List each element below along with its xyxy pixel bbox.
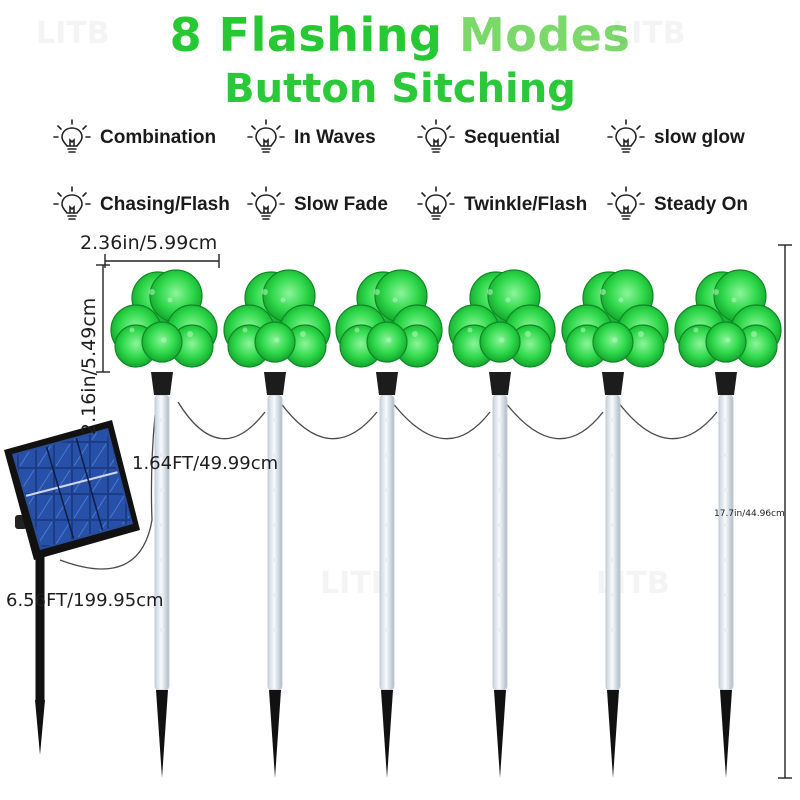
connecting-wire bbox=[59, 401, 718, 570]
mode-item: Slow Fade bbox=[246, 185, 388, 225]
mode-item: Twinkle/Flash bbox=[416, 185, 587, 225]
mode-item: Steady On bbox=[606, 185, 748, 225]
mode-label: Slow Fade bbox=[294, 194, 388, 215]
shamrock-icon bbox=[110, 269, 218, 368]
shamrock-stake bbox=[335, 269, 443, 778]
lightbulb-icon bbox=[417, 186, 455, 220]
mode-label: Chasing/Flash bbox=[100, 194, 230, 215]
shamrock-stake bbox=[674, 269, 782, 778]
lightbulb-icon bbox=[607, 119, 645, 153]
shamrock-icon bbox=[674, 269, 782, 368]
mode-label: Twinkle/Flash bbox=[464, 194, 588, 215]
height-dimension-line bbox=[96, 264, 110, 373]
shamrock-icon bbox=[448, 269, 556, 368]
page-title: 8 Flashing Modes bbox=[0, 8, 800, 62]
shamrock-stake bbox=[561, 269, 669, 778]
solar-panel-icon bbox=[4, 420, 140, 755]
lightbulb-icon bbox=[53, 119, 91, 153]
page-subtitle: Button Sitching bbox=[224, 66, 576, 112]
lightbulb-icon bbox=[247, 119, 285, 153]
shamrock-icon bbox=[561, 269, 669, 368]
lightbulb-icon bbox=[53, 186, 91, 220]
shamrock-icon bbox=[335, 269, 443, 368]
mode-item: Sequential bbox=[416, 118, 560, 158]
spacing-dimension-label: 1.64FT/49.99cm bbox=[132, 453, 279, 474]
mode-label: slow glow bbox=[654, 127, 745, 148]
watermark: LITB bbox=[36, 16, 110, 51]
mode-label: In Waves bbox=[294, 127, 376, 148]
stake-length-label: 17.7in/44.96cm bbox=[714, 509, 785, 519]
title-word-flashing: Flashing bbox=[218, 8, 443, 62]
shamrock-stake bbox=[448, 269, 556, 778]
mode-item: Chasing/Flash bbox=[52, 185, 230, 225]
lightbulb-icon bbox=[247, 186, 285, 220]
mode-item: slow glow bbox=[606, 118, 745, 158]
title-word-modes: Modes bbox=[458, 8, 631, 62]
title-number: 8 bbox=[169, 8, 203, 62]
shamrock-stake bbox=[110, 269, 218, 778]
mode-item: Combination bbox=[52, 118, 216, 158]
mode-item: In Waves bbox=[246, 118, 376, 158]
width-dimension-line bbox=[104, 254, 220, 268]
mode-label: Steady On bbox=[654, 194, 748, 215]
mode-label: Combination bbox=[100, 127, 217, 148]
shamrock-stake bbox=[223, 269, 331, 778]
stake-length-dimension-line bbox=[778, 244, 792, 779]
cable-length-label: 6.56FT/199.95cm bbox=[6, 590, 164, 611]
lightbulb-icon bbox=[417, 119, 455, 153]
shamrock-icon bbox=[223, 269, 331, 368]
width-dimension-label: 2.36in/5.99cm bbox=[80, 232, 218, 254]
lightbulb-icon bbox=[607, 186, 645, 220]
watermark: LITB bbox=[612, 16, 686, 51]
height-dimension-label: 2.16in/5.49cm bbox=[78, 297, 100, 435]
mode-label: Sequential bbox=[464, 127, 561, 148]
